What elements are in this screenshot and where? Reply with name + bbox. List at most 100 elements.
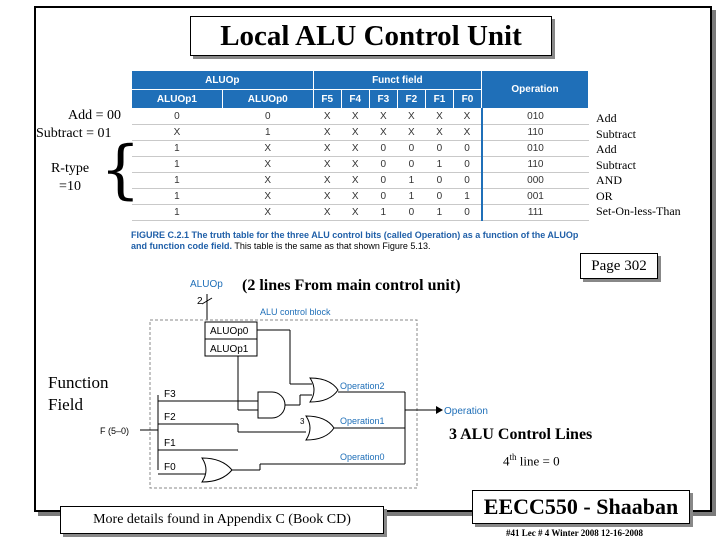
table-cell: 000 <box>480 172 589 189</box>
main-control-note: (2 lines From main control unit) <box>242 277 461 294</box>
rtype-label-line1: R-type <box>50 161 90 176</box>
table-cell: 010 <box>480 140 589 157</box>
table-cell: 0 <box>369 172 398 189</box>
course-title: EECC550 - Shaaban <box>472 490 690 524</box>
table-cell: X <box>222 140 314 157</box>
table-cell: 1 <box>453 188 482 205</box>
table-cell: 0 <box>131 108 223 125</box>
group-header-funct: Funct field <box>312 70 483 90</box>
control-block-boundary <box>149 319 418 489</box>
table-cell: 0 <box>425 140 454 157</box>
output-operation0: Operation0 <box>340 452 385 462</box>
slide-footer: #41 Lec # 4 Winter 2008 12-16-2008 <box>506 528 643 538</box>
aluop1-label: ALUOp1 <box>210 344 249 355</box>
table-cell: X <box>313 124 342 141</box>
table-cell: X <box>313 108 342 125</box>
table-cell: 1 <box>222 124 314 141</box>
table-cell: X <box>341 172 370 189</box>
table-cell: 1 <box>131 156 223 173</box>
table-cell: 0 <box>397 204 426 221</box>
and-gate <box>257 391 286 419</box>
rtype-label: R-type =10 <box>40 160 100 196</box>
table-cell: 0 <box>369 156 398 173</box>
table-cell: X <box>397 124 426 141</box>
table-cell: 0 <box>397 140 426 157</box>
function-field-line1: Function <box>48 373 109 392</box>
table-cell: 001 <box>480 188 589 205</box>
figure-caption: FIGURE C.2.1 The truth table for the thr… <box>131 230 591 252</box>
table-cell: X <box>425 108 454 125</box>
output-operation1: Operation1 <box>340 416 385 426</box>
table-cell: 1 <box>131 204 223 221</box>
operation-item: Set-On-less-Than <box>596 204 681 218</box>
table-cell: X <box>341 204 370 221</box>
table-cell: 0 <box>453 172 482 189</box>
table-cell: 0 <box>369 188 398 205</box>
add-label: Add = 00 <box>68 108 122 123</box>
table-cell: 010 <box>480 108 589 125</box>
table-cell: 1 <box>369 204 398 221</box>
table-cell: X <box>369 124 398 141</box>
table-cell: X <box>313 188 342 205</box>
f-bus-label: F (5–0) <box>100 426 129 436</box>
rtype-label-line2: =10 <box>59 179 81 194</box>
operation-item: Subtract <box>596 157 636 172</box>
table-cell: 1 <box>425 156 454 173</box>
column-header: F5 <box>312 89 342 109</box>
table-cell: X <box>222 204 314 221</box>
operation-item: OR <box>596 188 613 203</box>
table-cell: X <box>222 156 314 173</box>
page-reference: Page 302 <box>580 253 658 279</box>
input-f1: F1 <box>164 438 176 449</box>
aluop-label: ALUOp <box>190 279 223 290</box>
fourth-line-rest: line = 0 <box>516 453 560 469</box>
input-f2: F2 <box>164 412 176 423</box>
control-block-label: ALU control block <box>260 307 331 317</box>
table-cell: 0 <box>453 204 482 221</box>
table-cell: 1 <box>397 188 426 205</box>
table-cell: X <box>341 108 370 125</box>
table-cell: X <box>369 108 398 125</box>
table-cell: 0 <box>453 156 482 173</box>
operation-label: Operation <box>444 406 488 417</box>
function-field-label: Function Field <box>48 372 108 416</box>
column-header: ALUOp0 <box>221 89 314 109</box>
column-header: F4 <box>340 89 370 109</box>
output-operation2: Operation2 <box>340 381 385 391</box>
function-field-line2: Field <box>48 395 83 414</box>
column-header: F0 <box>452 89 483 109</box>
table-cell: X <box>313 172 342 189</box>
alu-lines-label: 3 ALU Control Lines <box>449 426 593 443</box>
table-cell: 111 <box>480 204 589 221</box>
table-cell: 1 <box>425 204 454 221</box>
aluop-bus-slash <box>201 297 213 305</box>
table-cell: X <box>341 188 370 205</box>
table-cell: X <box>222 172 314 189</box>
table-cell: X <box>131 124 223 141</box>
operation-item: Add <box>596 111 617 125</box>
slide-title: Local ALU Control Unit <box>190 16 552 56</box>
table-cell: X <box>397 108 426 125</box>
table-cell: X <box>425 124 454 141</box>
table-group-header-row: ALUOp Funct field Operation <box>131 70 589 109</box>
operation-item: Subtract <box>596 126 636 141</box>
fourth-line-base: 4 <box>503 453 510 469</box>
table-cell: 0 <box>369 140 398 157</box>
table-cell: 110 <box>480 156 589 173</box>
operation-item: Add <box>596 142 617 156</box>
table-cell: X <box>313 156 342 173</box>
table-cell: 0 <box>425 172 454 189</box>
or-gate-operation0 <box>201 457 233 483</box>
table-cell: 0 <box>222 108 314 125</box>
operation-arrow <box>436 406 443 414</box>
table-cell: X <box>222 188 314 205</box>
